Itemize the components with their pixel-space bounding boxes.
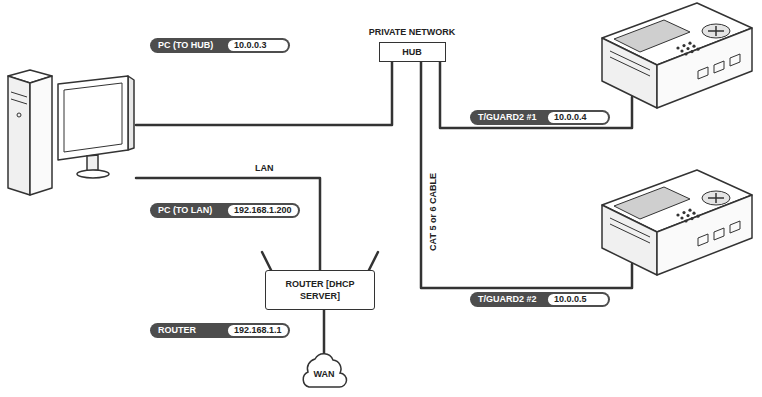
address-pill: T/GUARD2 #210.0.0.5: [470, 292, 610, 307]
wan-label: WAN: [314, 369, 335, 379]
network-cable: [323, 310, 326, 354]
pc-illustration: [8, 70, 134, 195]
tguard-device-illustration: [602, 3, 752, 108]
ip-address: 10.0.0.5: [548, 294, 608, 305]
tguard-device-illustration: [602, 170, 752, 275]
router-box: ROUTER [DHCP SERVER]: [265, 270, 375, 310]
network-heading: PRIVATE NETWORK: [369, 26, 456, 38]
wan-cloud: WAN: [300, 352, 348, 388]
ip-address: 10.0.0.3: [228, 40, 288, 51]
device-name: PC (TO LAN): [158, 205, 228, 216]
address-pill: T/GUARD2 #110.0.0.4: [470, 110, 610, 125]
cable-label: CAT 5 or 6 CABLE: [428, 173, 439, 251]
device-name: T/GUARD2 #2: [478, 294, 548, 305]
address-pill: ROUTER192.168.1.1: [150, 323, 290, 338]
device-name: PC (TO HUB): [158, 40, 228, 51]
ip-address: 10.0.0.4: [548, 112, 608, 123]
address-pill: PC (TO HUB)10.0.0.3: [150, 38, 290, 53]
network-wire: [136, 178, 320, 270]
cloud-shape: [303, 354, 346, 387]
device-name: T/GUARD2 #1: [478, 112, 548, 123]
router-label: ROUTER [DHCP SERVER]: [280, 278, 360, 302]
hub-outline: HUB: [379, 42, 446, 62]
hub-label: HUB: [402, 47, 422, 57]
network-wire: [440, 62, 632, 128]
link-label: LAN: [255, 163, 274, 174]
device-name: ROUTER: [158, 325, 228, 336]
ip-address: 192.168.1.1: [228, 325, 288, 336]
router-antenna: [369, 252, 378, 270]
address-pill: PC (TO LAN)192.168.1.200: [150, 203, 300, 218]
ip-address: 192.168.1.200: [228, 205, 298, 216]
hub-box: PRIVATE NETWORK HUB: [360, 26, 464, 62]
network-wire: [136, 62, 392, 125]
network-wire: [421, 62, 632, 288]
router-antenna: [262, 252, 271, 270]
